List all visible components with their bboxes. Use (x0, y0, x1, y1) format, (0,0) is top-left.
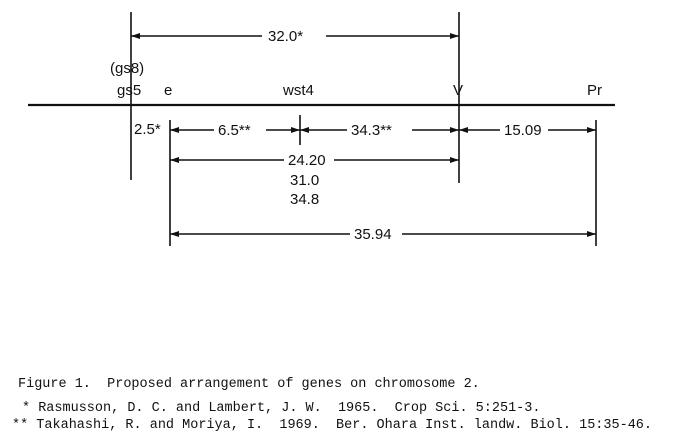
span-e-v: 24.20 31.0 34.8 (170, 152, 459, 208)
distance-gs5-v: 32.0* (268, 28, 303, 45)
distance-wst4-v: 34.3** (351, 122, 392, 139)
span-wst4-v: 34.3** (300, 122, 459, 139)
distance-gs5-e: 2.5* (134, 121, 161, 138)
gene-label-v: V (453, 82, 463, 99)
gene-label-pr: Pr (587, 82, 602, 99)
distance-e-pr: 35.94 (354, 226, 392, 243)
distance-e-v-1: 24.20 (288, 152, 326, 169)
gene-label-gs8: (gs8) (110, 60, 144, 77)
gene-label-e: e (164, 82, 172, 99)
distance-e-wst4: 6.5** (218, 122, 251, 139)
span-e-pr: 35.94 (170, 226, 596, 243)
span-gs5-v: 32.0* (131, 28, 459, 45)
figure-caption: Figure 1. Proposed arrangement of genes … (18, 377, 480, 392)
span-v-pr: 15.09 (459, 122, 596, 139)
reference-1: * Rasmusson, D. C. and Lambert, J. W. 19… (22, 401, 541, 416)
distance-e-v-3: 34.8 (290, 191, 319, 208)
reference-2: ** Takahashi, R. and Moriya, I. 1969. Be… (12, 418, 653, 433)
span-e-wst4: 6.5** (170, 122, 300, 139)
gene-label-gs5: gs5 (117, 82, 141, 99)
gene-label-wst4: wst4 (282, 82, 314, 99)
distance-e-v-2: 31.0 (290, 172, 319, 189)
distance-v-pr: 15.09 (504, 122, 542, 139)
